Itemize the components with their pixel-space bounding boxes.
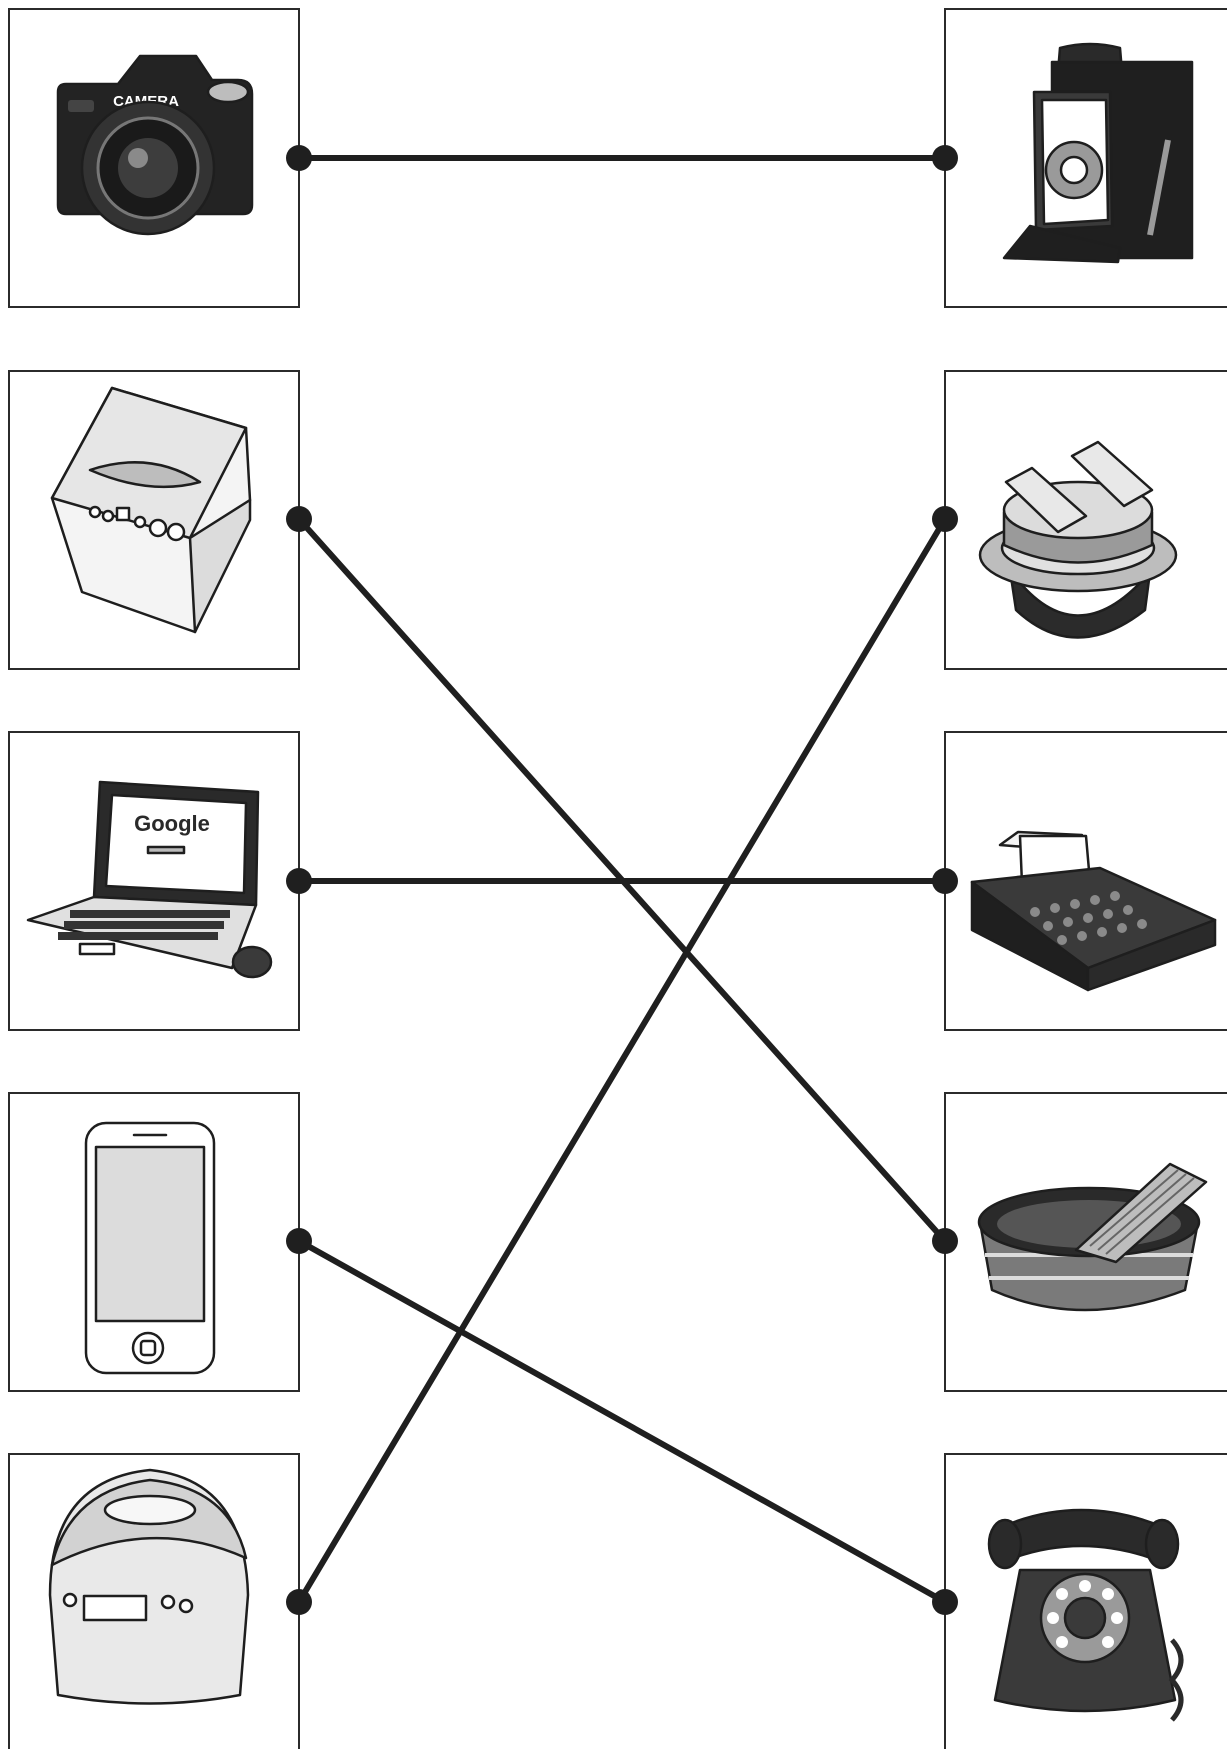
dot-right-3[interactable] <box>932 868 958 894</box>
rice-cooker-icon <box>48 1468 250 1705</box>
dot-left-2[interactable] <box>286 506 312 532</box>
rotary-phone-icon <box>987 1508 1184 1722</box>
dot-left-3[interactable] <box>286 868 312 894</box>
typewriter-icon <box>970 830 1217 992</box>
connection-phone <box>296 1238 948 1605</box>
connection-rice-cooker <box>296 516 948 1605</box>
laptop-icon: Google <box>26 780 273 979</box>
dot-left-5[interactable] <box>286 1589 312 1615</box>
digital-camera-icon: CAMERA <box>56 54 254 236</box>
cooking-pot-icon <box>978 440 1178 639</box>
washboard-tub-icon <box>977 1162 1208 1312</box>
dot-right-2[interactable] <box>932 506 958 532</box>
laptop-screen-text: Google <box>134 811 210 836</box>
dot-right-5[interactable] <box>932 1589 958 1615</box>
dot-left-1[interactable] <box>286 145 312 171</box>
dot-right-1[interactable] <box>932 145 958 171</box>
dot-left-4[interactable] <box>286 1228 312 1254</box>
smartphone-icon <box>84 1121 216 1375</box>
old-folding-camera-icon <box>1002 42 1194 264</box>
washing-machine-icon <box>50 386 252 634</box>
dot-right-4[interactable] <box>932 1228 958 1254</box>
